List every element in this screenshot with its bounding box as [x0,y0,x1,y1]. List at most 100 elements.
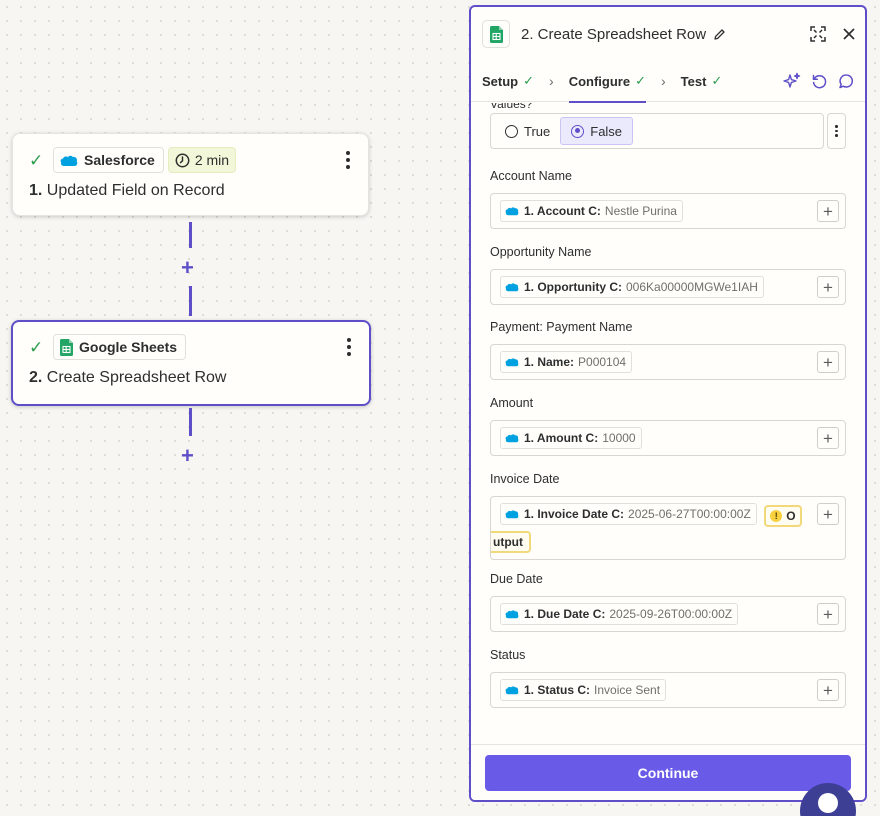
edit-title-pencil-icon[interactable] [713,28,726,41]
trigger-step-card[interactable]: ✓ Salesforce 2 min 1. Updated Field on R… [12,133,369,216]
connector-line [189,286,192,316]
field-label: Amount [490,396,534,410]
salesforce-icon [60,154,78,167]
add-step-button-1[interactable]: + [181,255,194,280]
check-icon: ✓ [29,337,44,357]
pill-key: 1. Account C: [524,204,601,218]
field-options-menu-icon[interactable] [827,113,846,149]
warning-icon: ! [770,510,783,522]
mapped-value-pill[interactable]: 1. Status C: Invoice Sent [500,679,667,701]
pill-key: 1. Amount C: [524,431,599,445]
salesforce-app-chip: Salesforce [53,147,164,173]
field-label: Account Name [490,169,572,183]
opportunity-name-input[interactable]: 1. Opportunity C: 006Ka00000MGWe1IAH + [490,269,846,305]
radio-circle-icon [505,124,518,138]
action-step-title: 2. Create Spreadsheet Row [29,369,353,387]
insert-data-button[interactable]: + [817,200,839,222]
pill-key: 1. Status C: [524,683,591,697]
amount-field: Amount 1. Amount C: 10000 + [490,396,846,456]
warning-pill-continued[interactable]: utput [491,531,531,553]
salesforce-icon [505,509,519,519]
trigger-more-menu-icon[interactable] [346,151,350,169]
values-radio-group: True False [490,113,824,149]
action-step-number: 2. [29,369,43,386]
mapped-value-pill[interactable]: 1. Due Date C: 2025-09-26T00:00:00Z [500,603,739,625]
action-step-card[interactable]: ✓ Google Sheets 2. Create Spreadsheet Ro… [11,320,371,406]
salesforce-icon [505,609,519,619]
pill-value: P000104 [578,355,627,369]
pill-value: 2025-09-26T00:00:00Z [609,607,733,621]
radio-false[interactable]: False [560,117,634,145]
mapped-value-pill[interactable]: 1. Opportunity C: 006Ka00000MGWe1IAH [500,276,764,298]
invoice-date-field: Invoice Date 1. Invoice Date C: 2025-06-… [490,472,846,560]
insert-data-button[interactable]: + [817,427,839,449]
insert-data-button[interactable]: + [817,603,839,625]
step-editor-panel: 2. Create Spreadsheet Row Setup ✓ › Conf… [469,5,867,802]
insert-data-button[interactable]: + [817,679,839,701]
insert-data-button[interactable]: + [817,351,839,373]
pill-value: 10000 [602,431,636,445]
check-icon: ✓ [523,73,535,88]
tab-test[interactable]: Test ✓ [681,61,723,102]
action-more-menu-icon[interactable] [347,338,351,356]
chevron-right-icon: › [549,73,554,89]
pill-value: Nestle Purina [604,204,677,218]
tab-setup[interactable]: Setup ✓ [482,61,534,102]
insert-data-button[interactable]: + [817,503,839,525]
radio-true[interactable]: True [495,117,560,145]
insert-data-button[interactable]: + [817,276,839,298]
warning-pill-start: O [786,509,796,523]
values-field: True False [490,113,846,149]
mapped-value-pill[interactable]: 1. Invoice Date C: 2025-06-27T00:00:00Z [500,503,757,525]
action-step-title-text: Create Spreadsheet Row [46,369,227,386]
status-field: Status 1. Status C: Invoice Sent + [490,648,846,708]
warning-pill[interactable]: ! O [764,505,802,527]
field-label: Opportunity Name [490,245,592,259]
trigger-step-title: 1. Updated Field on Record [29,182,352,200]
field-label: Due Date [490,572,543,586]
warning-pill-end: utput [493,535,523,549]
mapped-value-pill[interactable]: 1. Name: P000104 [500,351,633,373]
tab-setup-label: Setup [482,73,519,89]
clock-icon [175,153,190,168]
continue-button[interactable]: Continue [485,755,851,791]
google-sheets-app-chip: Google Sheets [53,334,187,360]
comment-icon[interactable] [838,73,855,90]
due-date-input[interactable]: 1. Due Date C: 2025-09-26T00:00:00Z + [490,596,846,632]
trigger-step-title-text: Updated Field on Record [46,182,225,199]
field-label: Status [490,648,526,662]
field-label: Payment: Payment Name [490,320,633,334]
tab-configure[interactable]: Configure ✓ [568,61,647,103]
mapped-value-pill[interactable]: 1. Amount C: 10000 [500,427,642,449]
mapped-value-pill[interactable]: 1. Account C: Nestle Purina [500,200,683,222]
panel-footer: Continue [471,744,865,800]
pill-key: 1. Invoice Date C: [524,507,625,521]
salesforce-icon [505,357,519,367]
check-icon: ✓ [29,150,44,170]
close-icon[interactable] [843,28,855,40]
chevron-right-icon: › [661,73,666,89]
payment-name-input[interactable]: 1. Name: P000104 + [490,344,846,380]
expand-icon[interactable] [810,26,826,42]
trigger-app-name: Salesforce [84,152,155,168]
amount-input[interactable]: 1. Amount C: 10000 + [490,420,846,456]
check-icon: ✓ [635,73,646,88]
invoice-date-input[interactable]: 1. Invoice Date C: 2025-06-27T00:00:00Z … [490,496,846,560]
pill-key: 1. Due Date C: [524,607,606,621]
add-step-button-2[interactable]: + [181,443,194,468]
radio-true-label: True [524,123,551,139]
radio-false-label: False [590,123,623,139]
check-icon: ✓ [711,73,723,88]
history-icon[interactable] [811,73,828,90]
step-tabs: Setup ✓ › Configure ✓ › Test ✓ [471,61,865,103]
pill-key: 1. Opportunity C: [524,280,622,294]
panel-title: 2. Create Spreadsheet Row [521,25,707,43]
pill-value: 006Ka00000MGWe1IAH [626,280,758,294]
ai-sparkle-icon[interactable] [783,72,801,90]
delay-badge: 2 min [167,147,237,173]
google-sheets-icon [60,338,73,356]
delay-text: 2 min [194,152,230,168]
status-input[interactable]: 1. Status C: Invoice Sent + [490,672,846,708]
opportunity-name-field: Opportunity Name 1. Opportunity C: 006Ka… [490,245,846,305]
account-name-input[interactable]: 1. Account C: Nestle Purina + [490,193,846,229]
